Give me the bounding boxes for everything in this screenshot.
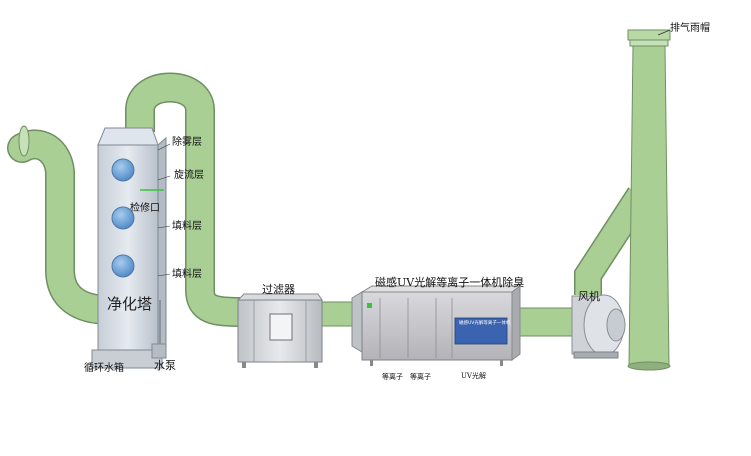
sight-window (111, 254, 135, 278)
label-packing-layer-2: 填料层 (172, 269, 202, 280)
label-fan: 风机 (578, 290, 600, 303)
circulation-tank (91, 349, 163, 369)
label-plasma-2: 等离子 (410, 373, 431, 381)
label-filter: 过滤器 (262, 283, 295, 296)
sight-window (111, 158, 135, 182)
label-uv-photolysis: UV光解 (461, 372, 486, 380)
label-swirl-layer: 旋流层 (174, 170, 204, 181)
nameplate-text: 磁感UV光解等离子一体机 (459, 321, 511, 326)
pipework (7, 72, 652, 337)
label-plasma-1: 等离子 (382, 373, 403, 381)
label-chimney-cap: 排气雨帽 (670, 23, 710, 34)
filter-box (236, 293, 323, 368)
label-packing-layer-1: 填料层 (172, 221, 202, 232)
water-pump (151, 343, 167, 359)
chimney (627, 29, 671, 371)
pipe-filter-uv (319, 301, 353, 327)
label-circulation-tank: 循环水箱 (84, 363, 124, 374)
uv-plasma-unit (351, 285, 522, 366)
status-led (367, 303, 372, 308)
sight-window (111, 206, 135, 230)
label-water-pump: 水泵 (154, 359, 176, 372)
label-demist-layer: 除雾层 (172, 137, 202, 148)
fan-blower (571, 294, 626, 359)
pipe-uv-fan (519, 307, 581, 337)
label-inspection-port: 检修口 (130, 203, 160, 214)
label-uv-plasma-unit: 磁感UV光解等离子一体机除臭 (375, 276, 525, 289)
unit-nameplate (454, 317, 508, 345)
scrubber-tower (91, 127, 171, 369)
label-purification-tower: 净化塔 (107, 295, 153, 313)
